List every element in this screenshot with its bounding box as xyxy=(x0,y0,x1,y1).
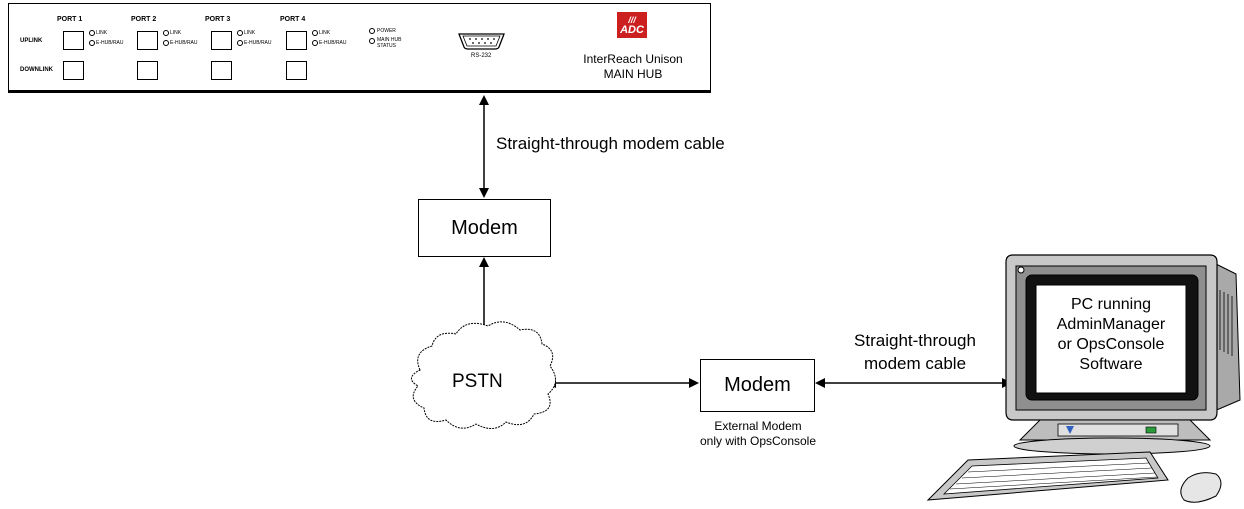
downlink-port-3 xyxy=(211,61,232,80)
ehub-led-2 xyxy=(163,40,169,46)
port-1-label: PORT 1 xyxy=(57,16,83,23)
product-subtitle: MAIN HUB xyxy=(603,67,663,81)
modem-bottom-note-1: External Modem xyxy=(714,419,802,433)
port-3-label: PORT 3 xyxy=(205,16,231,23)
main-hub-panel xyxy=(8,3,711,93)
downlink-port-1 xyxy=(63,61,84,80)
uplink-label: UPLINK xyxy=(20,38,43,44)
adc-logo-text: ADC xyxy=(620,24,644,36)
cable-right-label-1: Straight-through xyxy=(854,331,976,350)
modem-bottom-note-2: only with OpsConsole xyxy=(699,434,817,448)
ehub-led-label-2: E-HUB/RAU xyxy=(170,40,198,46)
ehub-led-4 xyxy=(312,40,318,46)
modem-bottom-box: Modem xyxy=(700,359,815,412)
modem-bottom-label: Modem xyxy=(724,374,791,396)
downlink-port-2 xyxy=(137,61,158,80)
downlink-label: DOWNLINK xyxy=(20,67,53,73)
pc-screen-text: PC running AdminManager or OpsConsole So… xyxy=(1036,295,1186,375)
link-led-label-3: LINK xyxy=(244,30,256,36)
ehub-led-1 xyxy=(89,40,95,46)
modem-top-box: Modem xyxy=(418,199,551,257)
status-led-label: MAIN HUB STATUS xyxy=(377,37,402,49)
link-led-2 xyxy=(163,30,169,36)
port-4-label: PORT 4 xyxy=(280,16,306,23)
pc-screen-line-4: Software xyxy=(1079,356,1143,373)
pc-screen-line-3: or OpsConsole xyxy=(1057,336,1165,353)
status-led xyxy=(369,38,375,44)
adc-logo: /// ADC xyxy=(617,12,647,38)
pstn-cloud-shape xyxy=(411,321,556,429)
link-led-label-2: LINK xyxy=(170,30,182,36)
uplink-port-1 xyxy=(63,31,84,50)
power-led xyxy=(369,28,375,34)
uplink-port-4 xyxy=(286,31,307,50)
cable-right-label-2: modem cable xyxy=(863,354,967,373)
link-led-label-4: LINK xyxy=(319,30,331,36)
link-led-label-1: LINK xyxy=(96,30,108,36)
link-led-3 xyxy=(237,30,243,36)
link-led-1 xyxy=(89,30,95,36)
rs232-label: RS-232 xyxy=(471,53,492,59)
ehub-led-label-1: E-HUB/RAU xyxy=(96,40,124,46)
product-name: InterReach Unison xyxy=(583,52,683,66)
pc-screen-line-2: AdminManager xyxy=(1056,316,1166,333)
uplink-port-3 xyxy=(211,31,232,50)
pc-screen-line-1: PC running xyxy=(1070,296,1152,313)
downlink-port-4 xyxy=(286,61,307,80)
pstn-label: PSTN xyxy=(452,371,503,392)
ehub-led-3 xyxy=(237,40,243,46)
ehub-led-label-3: E-HUB/RAU xyxy=(244,40,272,46)
cable-top-label: Straight-through modem cable xyxy=(496,134,725,153)
link-led-4 xyxy=(312,30,318,36)
power-led-label: POWER xyxy=(377,28,396,34)
ehub-led-label-4: E-HUB/RAU xyxy=(319,40,347,46)
uplink-port-2 xyxy=(137,31,158,50)
port-2-label: PORT 2 xyxy=(131,16,157,23)
modem-top-label: Modem xyxy=(451,216,518,239)
mouse-icon xyxy=(1180,472,1222,503)
adc-logo-stripes: /// xyxy=(628,15,636,25)
